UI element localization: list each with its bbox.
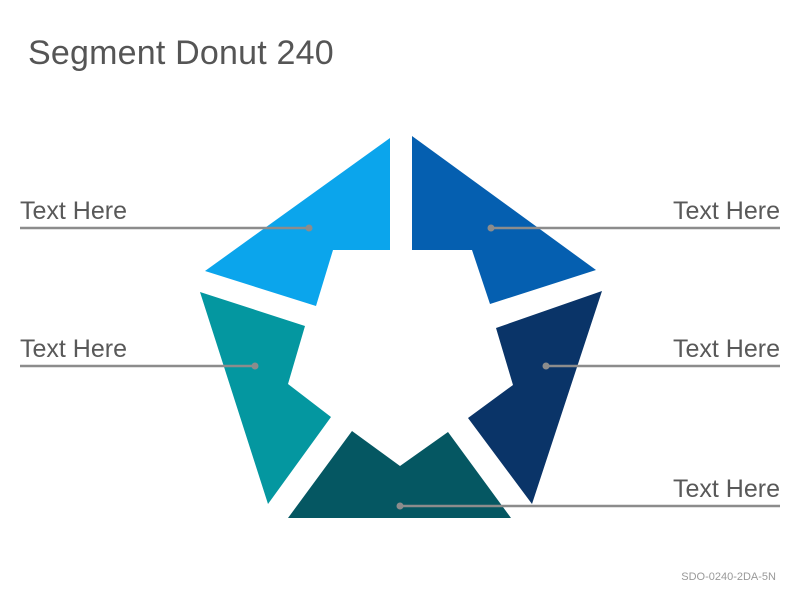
segment-right[interactable] xyxy=(468,291,602,504)
footer-code: SDO-0240-2DA-5N xyxy=(681,571,776,583)
leader-dot-left-middle xyxy=(251,362,259,370)
segment-top-left[interactable] xyxy=(205,138,390,306)
leader-dot-right-upper xyxy=(487,224,495,232)
segment-left[interactable] xyxy=(200,292,331,504)
segment-top-right[interactable] xyxy=(412,136,596,304)
leader-dot-right-middle xyxy=(542,362,550,370)
leader-dot-right-lower xyxy=(396,502,404,510)
segment-bottom[interactable] xyxy=(288,431,511,518)
label-right-lower[interactable]: Text Here xyxy=(673,475,780,503)
label-left-middle[interactable]: Text Here xyxy=(20,335,127,363)
label-left-upper[interactable]: Text Here xyxy=(20,197,127,225)
leader-dot-left-upper xyxy=(305,224,313,232)
label-right-upper[interactable]: Text Here xyxy=(673,197,780,225)
label-right-middle[interactable]: Text Here xyxy=(673,335,780,363)
page-title: Segment Donut 240 xyxy=(28,34,334,72)
